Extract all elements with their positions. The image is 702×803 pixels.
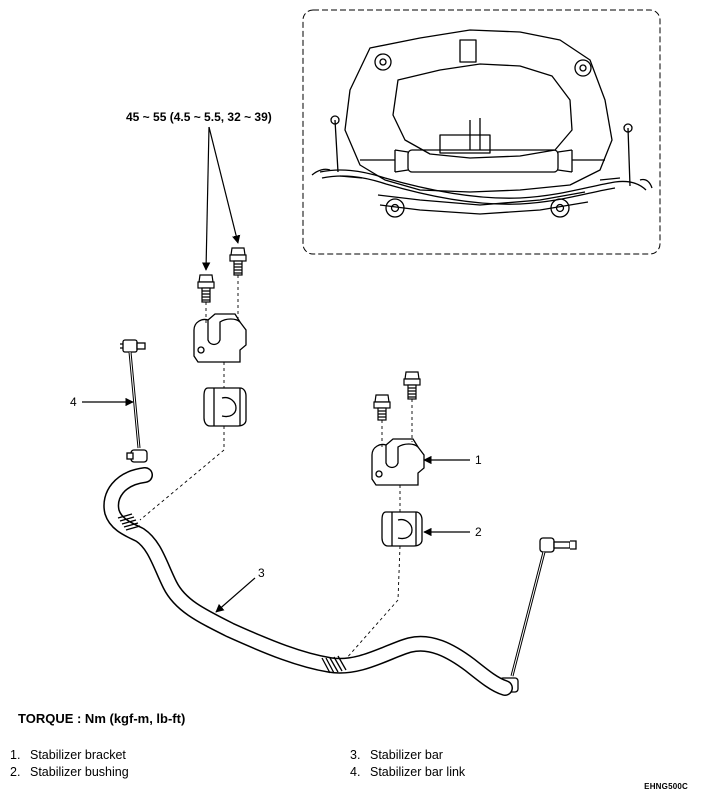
torque-arrows [201, 126, 241, 271]
legend-right: 3.Stabilizer bar 4.Stabilizer bar link [350, 747, 465, 781]
callout-2-label: 2 [475, 525, 482, 539]
subframe-inset [302, 9, 661, 255]
bolt-icon [403, 371, 421, 400]
stabilizer-bracket-left [193, 313, 247, 363]
legend-left: 1.Stabilizer bracket 2.Stabilizer bushin… [10, 747, 129, 781]
torque-spec: 45 ~ 55 (4.5 ~ 5.5, 32 ~ 39) [126, 110, 272, 124]
callout-bushing: 2 [423, 525, 482, 539]
stabilizer-bar-link-left [120, 339, 148, 463]
bolt-icon [229, 247, 247, 276]
stabilizer-bushing-left [203, 387, 247, 427]
legend-item: 1.Stabilizer bracket [10, 748, 126, 762]
bolt-icon [197, 274, 215, 303]
callout-3-label: 3 [258, 566, 265, 580]
legend-item: 4.Stabilizer bar link [350, 765, 466, 779]
alignment-lines-left [139, 275, 239, 521]
callout-1-label: 1 [475, 453, 482, 467]
callout-link: 4 [70, 395, 134, 409]
torque-unit-title: TORQUE : Nm (kgf-m, lb-ft) [18, 711, 186, 726]
alignment-lines-right [344, 399, 413, 661]
stabilizer-bracket-right [371, 438, 425, 486]
stabilizer-bar-link-right [493, 537, 577, 693]
legend-item: 3.Stabilizer bar [350, 748, 443, 762]
callout-bar: 3 [215, 566, 265, 613]
legend-item: 2.Stabilizer bushing [10, 765, 129, 779]
callout-bracket: 1 [423, 453, 482, 467]
callout-4-label: 4 [70, 395, 77, 409]
bolt-icon [373, 394, 391, 421]
figure-code: EHNG500C [644, 782, 688, 791]
stabilizer-bar [103, 467, 513, 696]
stabilizer-bushing-right [381, 511, 423, 547]
